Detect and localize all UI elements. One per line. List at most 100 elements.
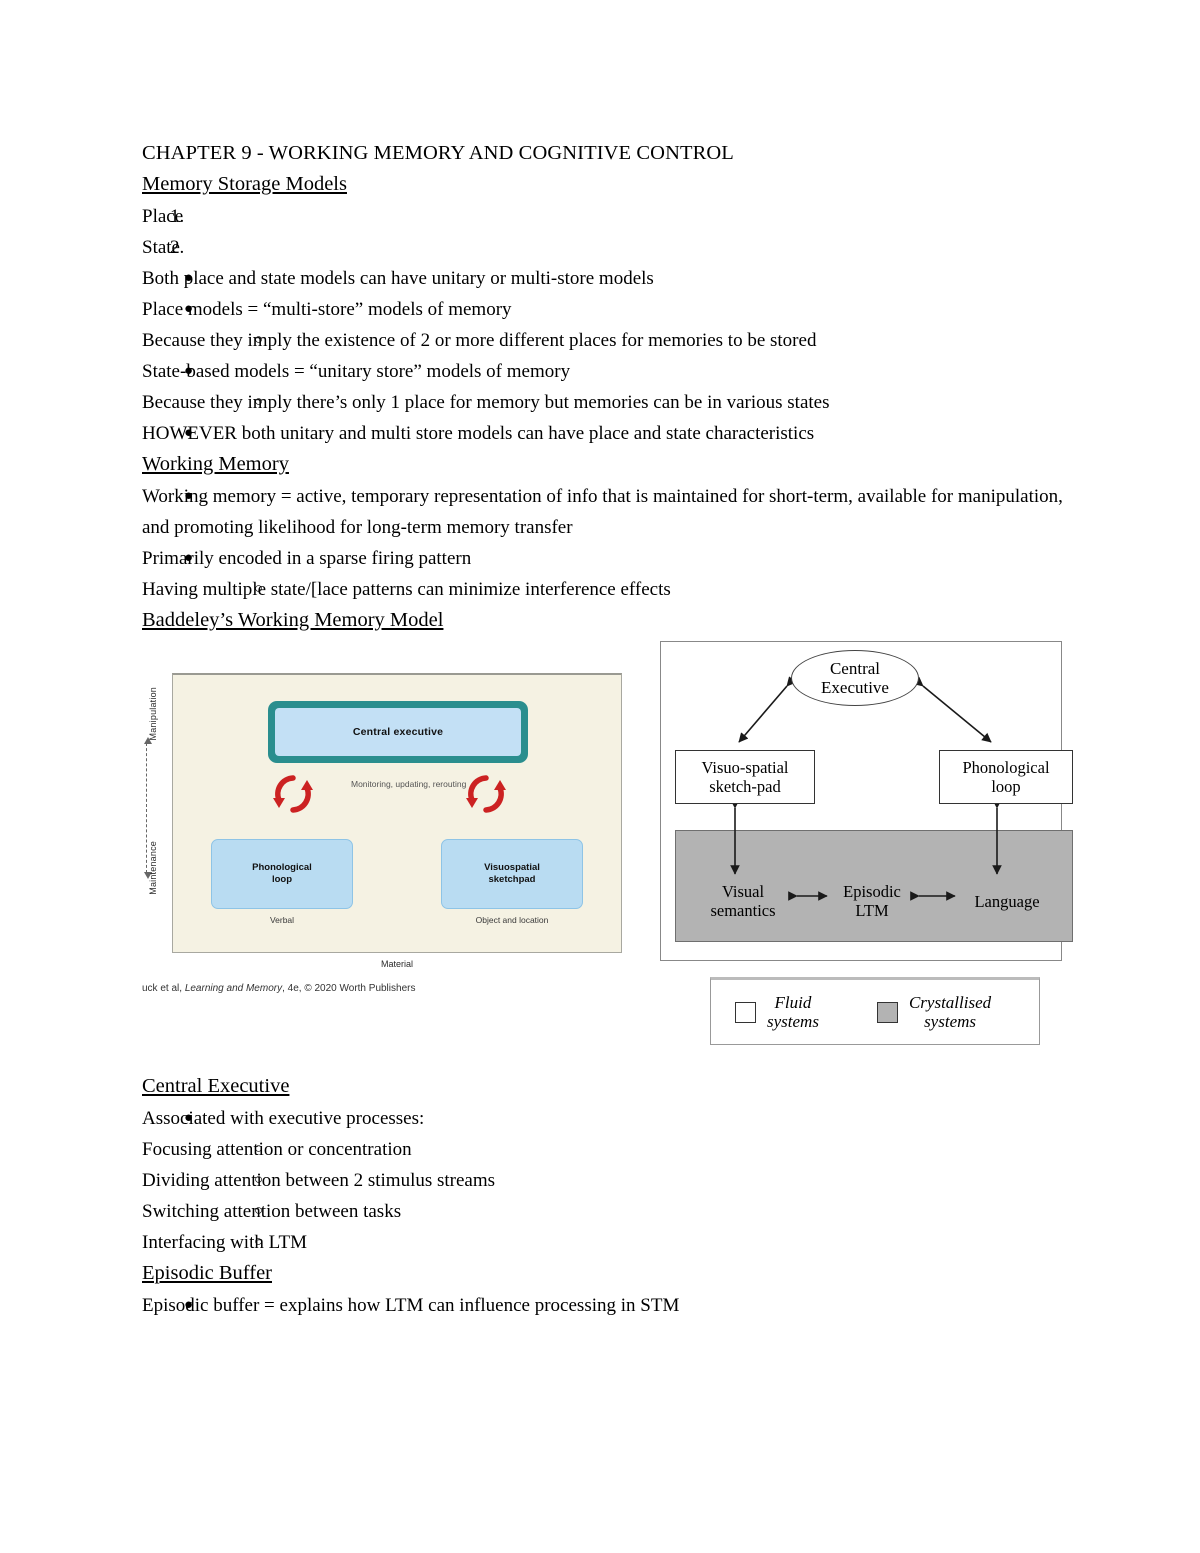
- list-marker: ●: [184, 301, 194, 317]
- list-item: ○ Because they imply there’s only 1 plac…: [142, 387, 1072, 418]
- crystallised-systems-band: [675, 830, 1073, 942]
- legend-label-fluid: Fluid systems: [767, 993, 819, 1031]
- figure-frame: Central Executive Visuo-spatial sketch-p…: [660, 641, 1073, 961]
- heading-label: Baddeley’s Working Memory Model: [142, 609, 444, 631]
- list-item-text: Episodic buffer = explains how LTM can i…: [142, 1295, 680, 1316]
- list-item-text: Focusing attention or concentration: [142, 1139, 412, 1160]
- legend-swatch-crystallised-icon: [876, 1001, 898, 1023]
- central-executive-box: Central executive: [268, 701, 528, 763]
- list-item-text: HOWEVER both unitary and multi store mod…: [142, 423, 815, 444]
- visuospatial-sketchpad-box: Visuospatial sketchpad: [441, 839, 583, 909]
- phonological-loop-label: Phonological loop: [962, 758, 1050, 796]
- phonological-loop-label: Phonological loop: [252, 862, 312, 885]
- list-marker: ●: [184, 425, 194, 441]
- list-item: ○ Focusing attention or concentration: [142, 1134, 1072, 1165]
- list-marker: ○: [254, 394, 264, 410]
- list-item-text: Associated with executive processes:: [142, 1108, 425, 1129]
- list-episodic-buffer: ● Episodic buffer = explains how LTM can…: [142, 1290, 1072, 1321]
- episodic-ltm-label: Episodic LTM: [843, 882, 901, 920]
- central-executive-inner: Central executive: [275, 708, 521, 756]
- credit-part-b: , 4e, © 2020 Worth Publishers: [282, 983, 416, 994]
- list-marker: ●: [184, 363, 194, 379]
- cyclic-arrows-icon: [463, 771, 509, 817]
- figure-legend: Fluid systems Crystallised systems: [710, 977, 1040, 1045]
- list-item: 2. State: [142, 232, 1072, 263]
- central-executive-label: Central Executive: [821, 659, 889, 697]
- list-item: ● HOWEVER both unitary and multi store m…: [142, 418, 1072, 449]
- list-item-text: Working memory = active, temporary repre…: [142, 486, 1063, 538]
- legend-label-crystallised: Crystallised systems: [908, 993, 992, 1031]
- list-item: ○ Having multiple state/[lace patterns c…: [142, 574, 1072, 605]
- list-item: ● Primarily encoded in a sparse firing p…: [142, 543, 1072, 574]
- vertical-axis-arrow-icon: [143, 737, 152, 879]
- legend-swatch-fluid-icon: [735, 1001, 756, 1023]
- phonological-loop-box: Phonological loop: [939, 750, 1073, 804]
- list-item-text: Primarily encoded in a sparse firing pat…: [142, 548, 472, 569]
- list-marker: ○: [254, 581, 264, 597]
- list-item: ● Episodic buffer = explains how LTM can…: [142, 1290, 1072, 1321]
- list-central-executive: ● Associated with executive processes: ○…: [142, 1103, 1072, 1258]
- list-item-text: State: [142, 237, 180, 258]
- visuo-spatial-sketchpad-box: Visuo-spatial sketch-pad: [675, 750, 815, 804]
- list-item-text: Interfacing with LTM: [142, 1232, 307, 1253]
- visuo-spatial-sketchpad-label: Visuo-spatial sketch-pad: [701, 758, 789, 796]
- section-heading-memory-storage-models: Memory Storage Models: [142, 169, 1072, 201]
- section-heading-working-memory: Working Memory: [142, 449, 1072, 481]
- cyclic-arrows-icon: [270, 771, 316, 817]
- list-marker: ○: [254, 1141, 264, 1157]
- figure-credit: uck et al, Learning and Memory, 4e, © 20…: [142, 983, 415, 994]
- list-item: ● State-based models = “unitary store” m…: [142, 356, 1072, 387]
- list-item: ● Both place and state models can have u…: [142, 263, 1072, 294]
- list-item-text: Place models = “multi-store” models of m…: [142, 299, 512, 320]
- axis-label-material: Material: [380, 959, 413, 969]
- list-item-text: Dividing attention between 2 stimulus st…: [142, 1170, 496, 1191]
- axis-label-manipulation: Manipulation: [148, 687, 158, 741]
- figures-area: Manipulation Maintenance Central executi…: [142, 641, 1073, 1071]
- connector-arrows-icon: [730, 676, 1002, 901]
- list-item-text: Both place and state models can have uni…: [142, 268, 654, 289]
- legend-item-fluid: Fluid systems: [735, 993, 819, 1031]
- list-item: ● Place models = “multi-store” models of…: [142, 294, 1072, 325]
- list-item-text: Having multiple state/[lace patterns can…: [142, 579, 671, 600]
- list-marker: ●: [184, 488, 194, 504]
- list-item: 1. Place: [142, 201, 1072, 232]
- axis-label-maintenance: Maintenance: [148, 841, 158, 895]
- central-executive-oval: Central Executive: [791, 650, 919, 706]
- figure-baddeley-block-diagram: Manipulation Maintenance Central executi…: [142, 673, 642, 994]
- list-item: ● Working memory = active, temporary rep…: [142, 481, 1072, 543]
- central-executive-label: Central executive: [352, 726, 444, 738]
- heading-label: Central Executive: [142, 1075, 290, 1097]
- list-item-text: Switching attention between tasks: [142, 1201, 402, 1222]
- list-marker: ●: [184, 270, 194, 286]
- language-label: Language: [974, 892, 1040, 911]
- visual-semantics-label: Visual semantics: [710, 882, 776, 920]
- heading-label: Episodic Buffer: [142, 1262, 272, 1284]
- figure-baddeley-2000-model: Central Executive Visuo-spatial sketch-p…: [660, 641, 1073, 1061]
- list-marker: ●: [184, 1110, 194, 1126]
- credit-book-title: Learning and Memory: [184, 983, 283, 994]
- list-memory-storage-models: 1. Place 2. State ● Both place and state…: [142, 201, 1072, 449]
- list-marker: ●: [184, 1297, 194, 1313]
- legend-item-crystallised: Crystallised systems: [876, 993, 992, 1031]
- list-item: ● Associated with executive processes:: [142, 1103, 1072, 1134]
- figure-panel: Central executive Monitoring, updating, …: [172, 673, 622, 953]
- list-marker: 1.: [170, 206, 185, 227]
- list-marker: ○: [254, 332, 264, 348]
- visuospatial-sketchpad-label: Visuospatial sketchpad: [484, 862, 540, 885]
- heading-label: Memory Storage Models: [142, 173, 347, 195]
- list-item: ○ Dividing attention between 2 stimulus …: [142, 1165, 1072, 1196]
- list-marker: 2.: [170, 237, 185, 258]
- process-label: Monitoring, updating, rerouting: [351, 779, 467, 789]
- list-marker: ○: [254, 1203, 264, 1219]
- list-item-text: Because they imply the existence of 2 or…: [142, 330, 817, 351]
- credit-part-a: uck et al,: [142, 983, 185, 994]
- list-item-text: State-based models = “unitary store” mod…: [142, 361, 571, 382]
- list-item-text: Because they imply there’s only 1 place …: [142, 392, 830, 413]
- list-marker: ○: [254, 1172, 264, 1188]
- phonological-loop-caption: Verbal: [269, 915, 295, 925]
- list-marker: ○: [254, 1234, 264, 1250]
- list-item-text: Place: [142, 206, 184, 227]
- document-page: CHAPTER 9 - WORKING MEMORY AND COGNITIVE…: [142, 138, 1073, 1321]
- heading-label: Working Memory: [142, 453, 289, 475]
- page-title: CHAPTER 9 - WORKING MEMORY AND COGNITIVE…: [142, 142, 734, 164]
